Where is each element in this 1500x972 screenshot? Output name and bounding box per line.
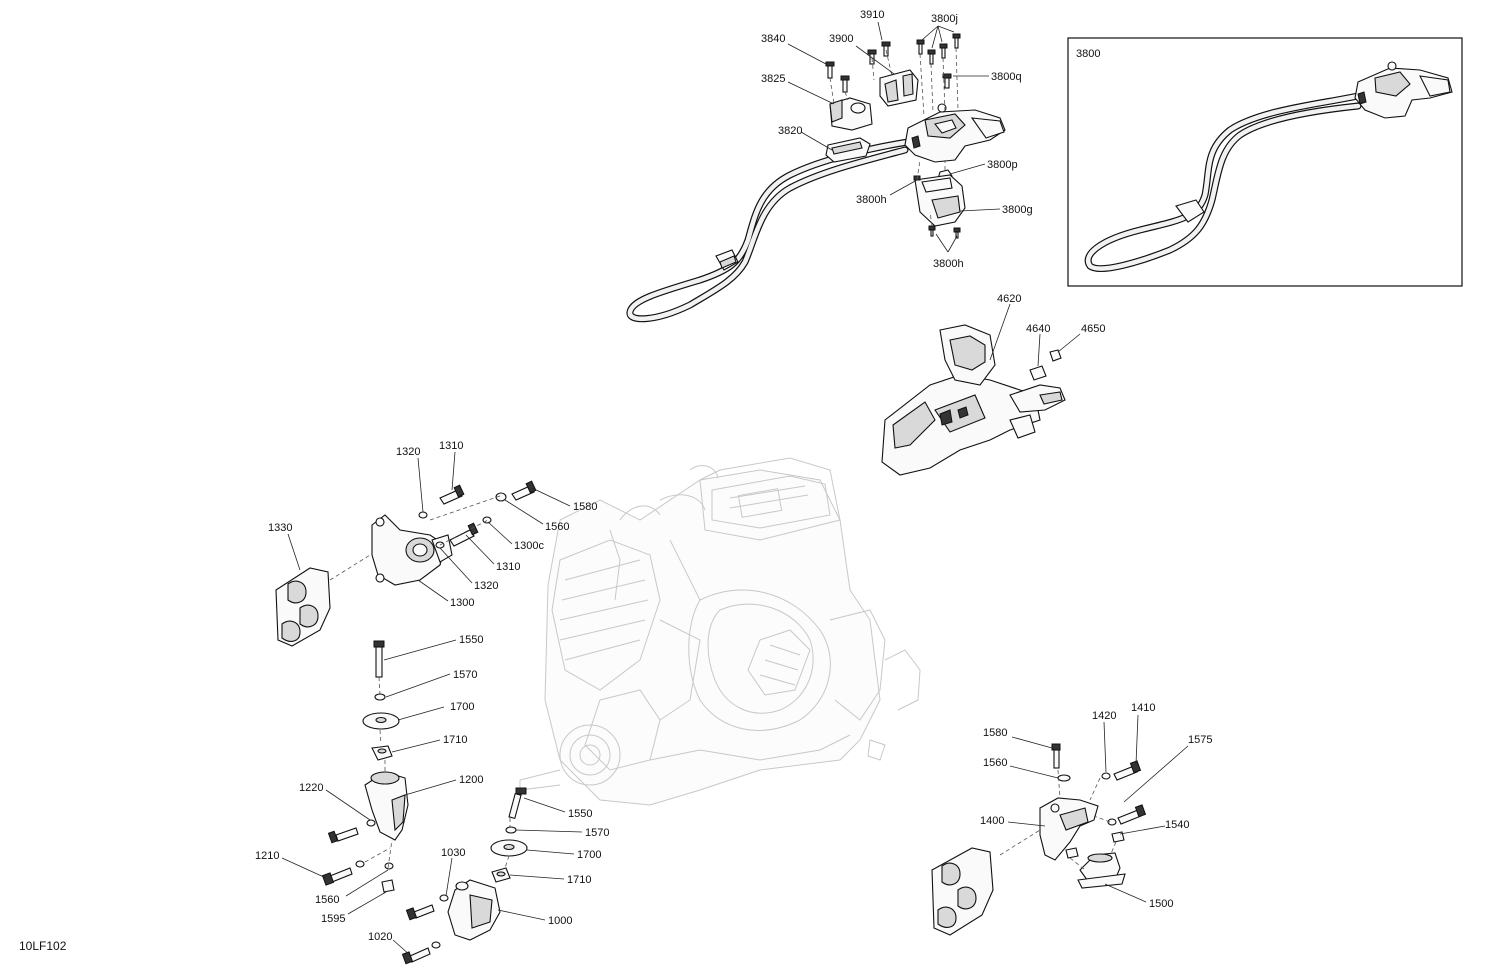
diagram-reference-code: 10LF102 <box>19 939 67 953</box>
label-3825: 3825 <box>761 73 785 85</box>
label-4620: 4620 <box>997 293 1021 305</box>
label-1570-right: 1570 <box>585 827 609 839</box>
label-1000: 1000 <box>548 915 572 927</box>
label-1320-upper: 1320 <box>396 446 420 458</box>
label-1500: 1500 <box>1149 898 1173 910</box>
label-1580-left: 1580 <box>573 501 597 513</box>
mount-1400-1500 <box>931 714 1189 936</box>
label-3800q: 3800q <box>991 71 1022 83</box>
label-1560-right: 1560 <box>983 757 1007 769</box>
label-1710-right: 1710 <box>567 874 591 886</box>
label-1560-left: 1560 <box>545 521 569 533</box>
label-3800h-upper: 3800h <box>856 194 887 206</box>
label-3800h-lower: 3800h <box>933 258 964 270</box>
engine-ghost <box>519 457 921 806</box>
label-inset-3800: 3800 <box>1076 48 1100 60</box>
label-1210: 1210 <box>255 850 279 862</box>
label-1320-lower: 1320 <box>474 580 498 592</box>
label-1580-right: 1580 <box>983 727 1007 739</box>
label-1700-left: 1700 <box>450 701 474 713</box>
label-4650: 4650 <box>1081 323 1105 335</box>
label-3820: 3820 <box>778 125 802 137</box>
shifter-assembly-3800 <box>626 33 1006 323</box>
label-1420: 1420 <box>1092 710 1116 722</box>
label-1550-left: 1550 <box>459 634 483 646</box>
part-labels: 3910 3800j 3840 3900 3800q 3825 3820 380… <box>19 9 1212 953</box>
label-1400: 1400 <box>980 815 1004 827</box>
label-1020: 1020 <box>368 931 392 943</box>
label-1550-right: 1550 <box>568 808 592 820</box>
label-1300c: 1300c <box>514 540 544 552</box>
label-1410: 1410 <box>1131 702 1155 714</box>
shift-housing-4620 <box>881 303 1081 476</box>
mounts-1200-1000 <box>281 639 583 965</box>
label-1700-right: 1700 <box>577 849 601 861</box>
label-1330: 1330 <box>268 522 292 534</box>
label-1560-mid: 1560 <box>315 894 339 906</box>
mount-1300 <box>275 451 571 647</box>
label-1710-left: 1710 <box>443 734 467 746</box>
label-1220: 1220 <box>299 782 323 794</box>
label-1030: 1030 <box>441 847 465 859</box>
label-1200: 1200 <box>459 774 483 786</box>
label-3800p: 3800p <box>987 159 1018 171</box>
label-1310-upper: 1310 <box>439 440 463 452</box>
label-1575: 1575 <box>1188 734 1212 746</box>
inset-box <box>1067 37 1463 287</box>
label-3800g: 3800g <box>1002 204 1033 216</box>
label-1300: 1300 <box>450 597 474 609</box>
label-1310-lower: 1310 <box>496 561 520 573</box>
label-3800j: 3800j <box>931 13 958 25</box>
label-3840: 3840 <box>761 33 785 45</box>
label-1570-left: 1570 <box>453 669 477 681</box>
label-1540: 1540 <box>1165 819 1189 831</box>
label-4640: 4640 <box>1026 323 1050 335</box>
leaders-top <box>787 21 1001 253</box>
label-1595: 1595 <box>321 913 345 925</box>
label-3910: 3910 <box>860 9 884 21</box>
label-3900: 3900 <box>829 33 853 45</box>
